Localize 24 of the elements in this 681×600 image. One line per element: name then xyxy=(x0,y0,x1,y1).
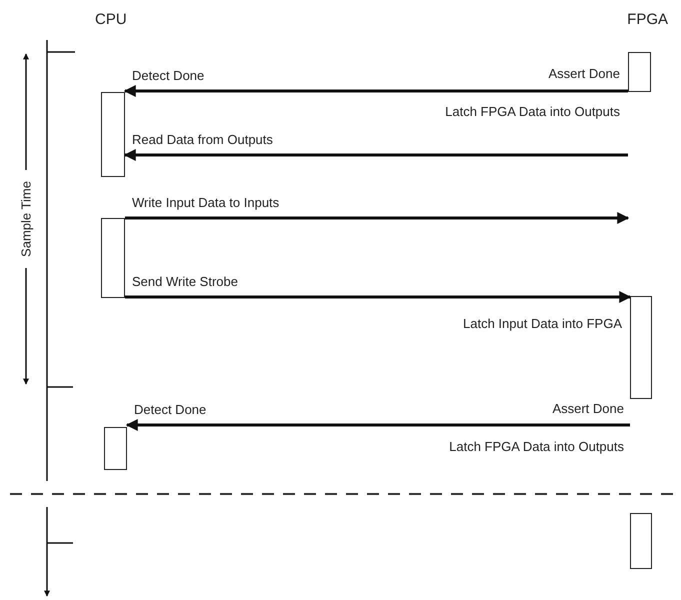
activation-bar xyxy=(630,513,652,569)
message-arrow xyxy=(126,419,630,431)
message-arrow xyxy=(124,85,628,97)
edge-label: Detect Done xyxy=(134,402,206,417)
edge-label: Send Write Strobe xyxy=(132,274,238,289)
activation-bar xyxy=(101,218,125,298)
activation-bar xyxy=(101,92,125,177)
edge-label: Write Input Data to Inputs xyxy=(132,195,280,210)
edge-label: Read Data from Outputs xyxy=(132,132,273,147)
activation-bar xyxy=(628,52,651,92)
activation-bar xyxy=(104,427,127,470)
step-label: Latch FPGA Data into Outputs xyxy=(449,439,624,454)
lifeline-header: FPGA xyxy=(627,12,668,27)
step-label: Latch Input Data into FPGA xyxy=(463,316,622,331)
message-arrow xyxy=(125,212,630,224)
edge-label: Detect Done xyxy=(132,68,204,83)
lifeline-header: CPU xyxy=(95,12,127,27)
message-arrow xyxy=(125,291,632,303)
message-arrow xyxy=(124,149,628,161)
activation-bar xyxy=(630,296,652,399)
step-label: Assert Done xyxy=(548,66,620,81)
axis-label: Sample Time xyxy=(18,181,34,257)
step-label: Latch FPGA Data into Outputs xyxy=(445,104,620,119)
step-label: Assert Done xyxy=(552,401,624,416)
